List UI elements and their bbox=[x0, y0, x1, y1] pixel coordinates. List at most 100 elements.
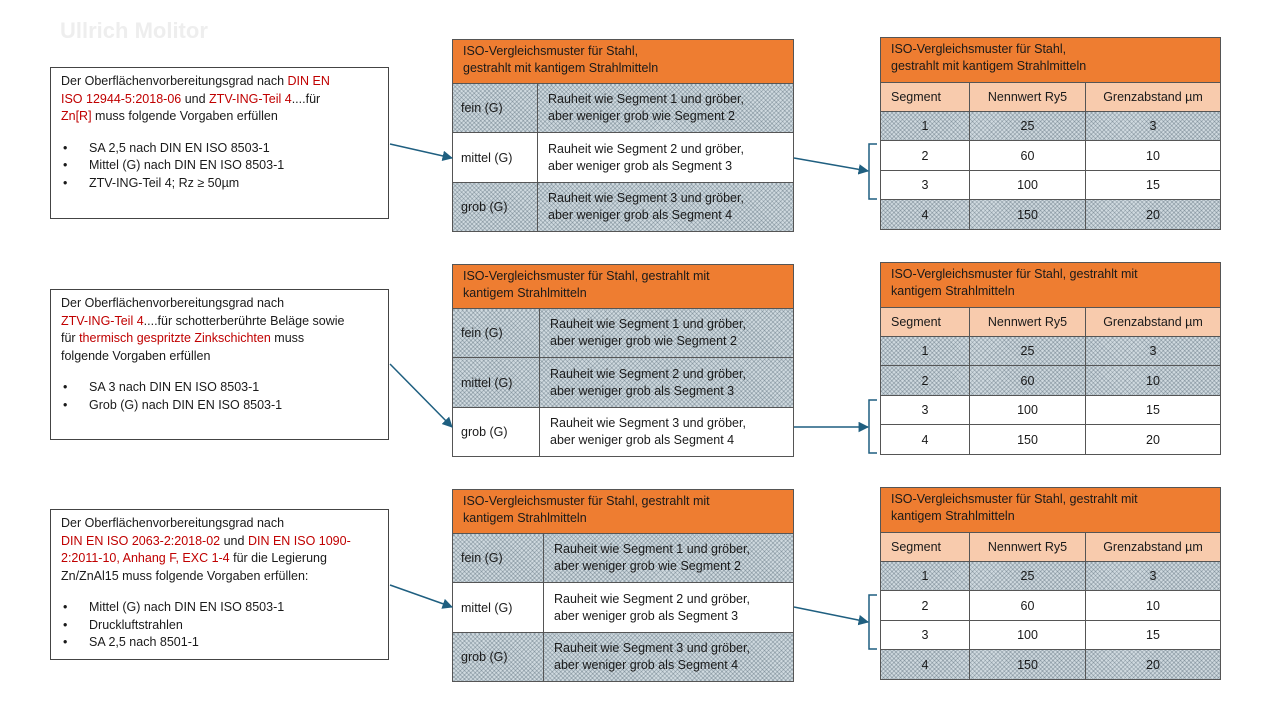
grenz-cell: 15 bbox=[1085, 170, 1221, 200]
nennwert-cell: 25 bbox=[969, 336, 1086, 366]
list-item: SA 3 nach DIN EN ISO 8503-1 bbox=[61, 379, 378, 397]
grade-label: fein (G) bbox=[452, 308, 540, 358]
standard-ref: DIN EN ISO 2063-2:2018-02 bbox=[61, 533, 221, 548]
segment-cell: 2 bbox=[880, 590, 970, 621]
column-header: Nennwert Ry5 bbox=[969, 532, 1086, 562]
grade-label-selected: grob (G) bbox=[452, 407, 540, 457]
requirement-box-2: Der Oberflächenvorbereitungsgrad nach ZT… bbox=[50, 289, 389, 440]
requirement-list: SA 2,5 nach DIN EN ISO 8503-1 Mittel (G)… bbox=[61, 140, 378, 193]
list-item: Mittel (G) nach DIN EN ISO 8503-1 bbox=[61, 157, 378, 175]
grade-table-3: ISO-Vergleichsmuster für Stahl, gestrahl… bbox=[452, 489, 794, 682]
nennwert-cell: 150 bbox=[969, 199, 1086, 230]
list-item: SA 2,5 nach DIN EN ISO 8503-1 bbox=[61, 140, 378, 158]
segment-cell: 2 bbox=[880, 365, 970, 396]
grade-description: Rauheit wie Segment 3 und gröber,aber we… bbox=[537, 182, 794, 232]
text: und bbox=[220, 533, 248, 548]
list-item: ZTV-ING-Teil 4; Rz ≥ 50µm bbox=[61, 175, 378, 193]
requirement-box-3: Der Oberflächenvorbereitungsgrad nach DI… bbox=[50, 509, 389, 660]
table-header: ISO-Vergleichsmuster für Stahl, gestrahl… bbox=[880, 262, 1221, 308]
text: und bbox=[181, 91, 210, 106]
table-header: ISO-Vergleichsmuster für Stahl, gestrahl… bbox=[880, 487, 1221, 533]
grade-table-1: ISO-Vergleichsmuster für Stahl, gestrahl… bbox=[452, 39, 794, 232]
grenz-cell: 10 bbox=[1085, 590, 1221, 621]
text: Zn/ZnAl15 muss folgende Vorgaben erfülle… bbox=[61, 568, 309, 583]
segment-table-1: ISO-Vergleichsmuster für Stahl,gestrahlt… bbox=[880, 37, 1221, 230]
column-header: Grenzabstand µm bbox=[1085, 307, 1221, 337]
text: Der Oberflächenvorbereitungsgrad nach bbox=[61, 296, 285, 310]
table-header: ISO-Vergleichsmuster für Stahl,gestrahlt… bbox=[880, 37, 1221, 83]
grade-label: grob (G) bbox=[452, 182, 538, 232]
standard-ref: Zn[R] bbox=[61, 109, 92, 123]
requirement-list: SA 3 nach DIN EN ISO 8503-1 Grob (G) nac… bbox=[61, 379, 378, 414]
grenz-cell: 20 bbox=[1085, 424, 1221, 455]
watermark: Ullrich Molitor bbox=[60, 18, 208, 43]
column-header: Nennwert Ry5 bbox=[969, 307, 1086, 337]
nennwert-cell: 150 bbox=[969, 649, 1086, 680]
grenz-cell: 20 bbox=[1085, 649, 1221, 680]
grade-label: grob (G) bbox=[452, 632, 544, 682]
segment-table-3: ISO-Vergleichsmuster für Stahl, gestrahl… bbox=[880, 487, 1221, 680]
standard-ref: ZTV-ING-Teil 4 bbox=[61, 313, 144, 328]
list-item: Grob (G) nach DIN EN ISO 8503-1 bbox=[61, 397, 378, 415]
requirement-list: Mittel (G) nach DIN EN ISO 8503-1 Druckl… bbox=[61, 599, 378, 652]
list-item: Mittel (G) nach DIN EN ISO 8503-1 bbox=[61, 599, 378, 617]
text: für bbox=[61, 331, 80, 345]
grenz-cell: 10 bbox=[1085, 365, 1221, 396]
arrow-connector bbox=[389, 584, 453, 609]
grade-label: mittel (G) bbox=[452, 357, 540, 408]
standard-ref: DIN EN ISO 1090- bbox=[247, 533, 351, 548]
grenz-cell: 3 bbox=[1085, 111, 1221, 141]
arrow-connector bbox=[389, 143, 454, 162]
list-item: SA 2,5 nach 8501-1 bbox=[61, 634, 378, 652]
standard-ref: DIN EN bbox=[287, 74, 330, 88]
segment-cell: 1 bbox=[880, 336, 970, 366]
segment-table-2: ISO-Vergleichsmuster für Stahl, gestrahl… bbox=[880, 262, 1221, 455]
column-header: Grenzabstand µm bbox=[1085, 532, 1221, 562]
grenz-cell: 15 bbox=[1085, 620, 1221, 650]
segment-cell: 4 bbox=[880, 424, 970, 455]
text: Der Oberflächenvorbereitungsgrad nach bbox=[61, 74, 288, 88]
grade-label-selected: mittel (G) bbox=[452, 582, 544, 633]
requirement-box-1: Der Oberflächenvorbereitungsgrad nach DI… bbox=[50, 67, 389, 219]
standard-ref: ISO 12944-5:2018-06 bbox=[61, 91, 182, 106]
grade-description: Rauheit wie Segment 1 und gröber,aber we… bbox=[543, 533, 794, 583]
column-header: Segment bbox=[880, 532, 970, 562]
grenz-cell: 10 bbox=[1085, 140, 1221, 171]
segment-cell: 1 bbox=[880, 561, 970, 591]
text: ....für bbox=[291, 91, 321, 106]
segment-cell: 3 bbox=[880, 395, 970, 425]
standard-ref: thermisch gespritzte Zinkschichten bbox=[79, 331, 271, 345]
grenz-cell: 3 bbox=[1085, 561, 1221, 591]
bracket-connector bbox=[868, 594, 877, 650]
text: für die Legierung bbox=[229, 551, 327, 565]
standard-ref: 2:2011-10, Anhang F, EXC 1-4 bbox=[61, 551, 230, 565]
column-header: Nennwert Ry5 bbox=[969, 82, 1086, 112]
grenz-cell: 20 bbox=[1085, 199, 1221, 230]
nennwert-cell: 25 bbox=[969, 111, 1086, 141]
arrow-connector bbox=[389, 363, 453, 428]
text: folgende Vorgaben erfüllen bbox=[61, 348, 211, 363]
arrow-connector bbox=[793, 157, 870, 175]
list-item: Druckluftstrahlen bbox=[61, 617, 378, 635]
bracket-connector bbox=[868, 143, 877, 200]
grade-description-selected: Rauheit wie Segment 2 und gröber,aber we… bbox=[537, 132, 794, 183]
table-header: ISO-Vergleichsmuster für Stahl, gestrahl… bbox=[452, 489, 794, 534]
grenz-cell: 3 bbox=[1085, 336, 1221, 366]
grade-label: fein (G) bbox=[452, 83, 538, 133]
grade-description: Rauheit wie Segment 1 und gröber,aber we… bbox=[537, 83, 794, 133]
grade-table-2: ISO-Vergleichsmuster für Stahl, gestrahl… bbox=[452, 264, 794, 457]
text: muss folgende Vorgaben erfüllen bbox=[91, 109, 278, 123]
grade-label-selected: mittel (G) bbox=[452, 132, 538, 183]
grade-description-selected: Rauheit wie Segment 3 und gröber,aber we… bbox=[539, 407, 794, 457]
